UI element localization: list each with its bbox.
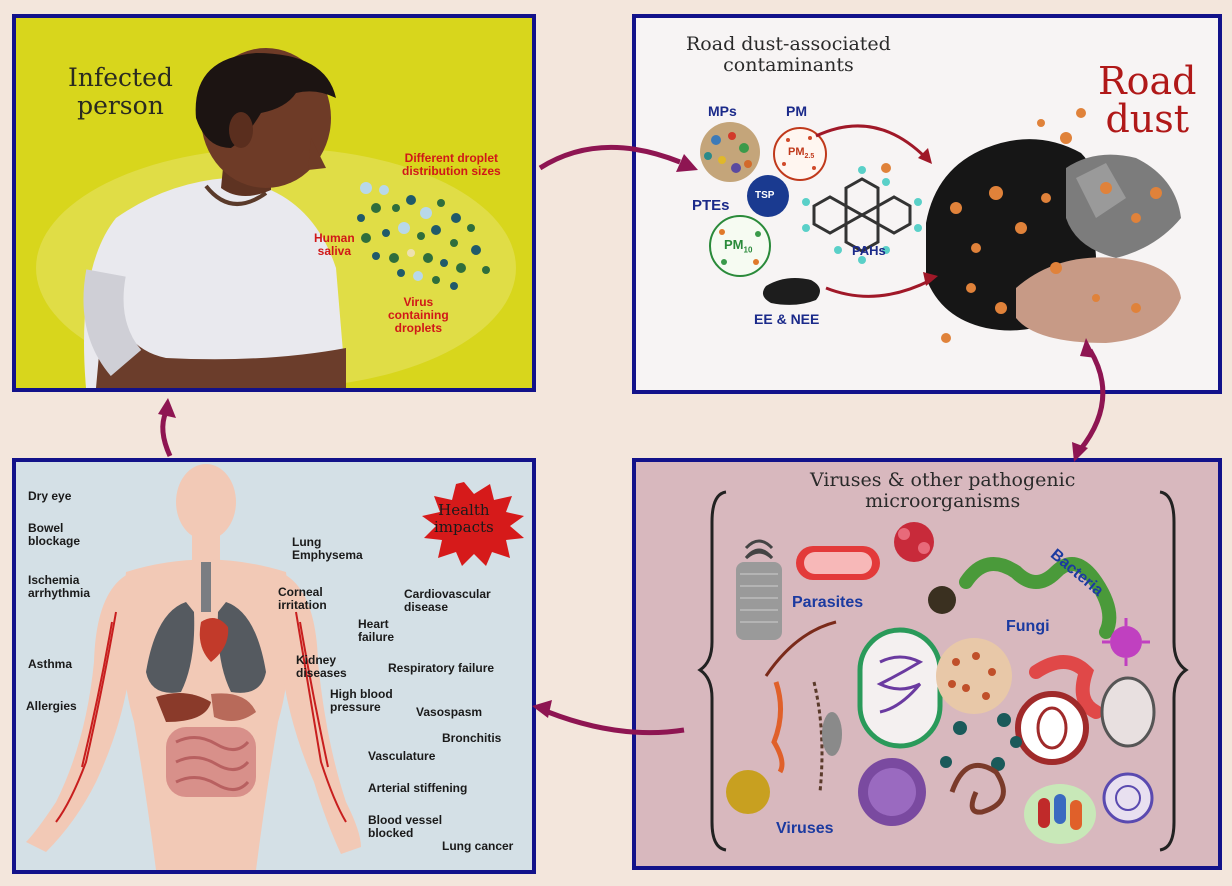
microorganisms-title: Viruses & other pathogenic microorganism… [810,469,1076,512]
infected-person-illustration [36,48,516,388]
label-pm25: PM2.5 [788,146,815,161]
health-label: Vasculature [368,749,436,763]
health-label: Lung cancer [442,839,514,853]
label-fungi: Fungi [1006,618,1050,635]
health-label: Corneal irritation [278,585,327,613]
road-dust-illustration [700,108,1181,343]
health-label: High blood pressure [330,687,393,715]
health-label: Blood vessel blocked [368,813,443,841]
human-saliva-label: Human saliva [314,231,355,259]
infected-person-title: Infected person [68,63,173,120]
label-parasites: Parasites [792,594,864,611]
microorganisms-illustration [697,490,1189,852]
health-label: Kidney diseases [296,653,347,681]
virus-droplets-label: Virus containing droplets [388,295,449,336]
health-label: Respiratory failure [388,661,495,675]
health-label: Heart failure [358,617,395,645]
road-dust-title: Road dust [1098,59,1197,141]
health-label: Bowel blockage [28,521,81,549]
tsp-icon [747,175,789,217]
ee-nee-icon [762,278,820,305]
label-pm10: PM10 [724,237,753,255]
label-ptes: PTEs [692,197,730,214]
health-label: Asthma [28,657,73,671]
panel-infected-person: Infected person Different droplet distri… [12,14,536,392]
panel-road-dust: Road dust-associated contaminants Road d… [632,14,1222,394]
human-body-illustration [26,464,524,870]
droplet-sizes-label: Different droplet distribution sizes [402,151,501,179]
panel-microorganisms: Viruses & other pathogenic microorganism… [632,458,1222,870]
arrow-health-to-infected [158,398,176,458]
health-label: Bronchitis [442,731,502,745]
health-label: Lung Emphysema [292,535,363,563]
health-label: Allergies [26,699,77,713]
label-pm: PM [786,103,807,119]
label-tsp: TSP [755,190,775,201]
label-ee-nee: EE & NEE [754,311,820,327]
health-label: Ischemia arrhythmia [28,573,91,601]
health-impacts-badge-text: Health impacts [434,501,494,536]
label-viruses: Viruses [776,820,834,837]
health-label: Cardiovascular disease [404,587,491,615]
contaminants-title: Road dust-associated contaminants [686,33,891,76]
health-impacts-badge [422,482,524,566]
label-mps: MPs [708,103,737,119]
health-label: Vasospasm [416,705,483,719]
droplet-cloud [357,182,490,290]
microplastics-icon [700,122,760,182]
label-pahs: PAHs [852,243,886,258]
health-label: Arterial stiffening [368,781,468,795]
health-label: Dry eye [28,489,72,503]
road-dust-pile [881,108,1181,343]
pahs-molecule-icon [812,177,912,253]
